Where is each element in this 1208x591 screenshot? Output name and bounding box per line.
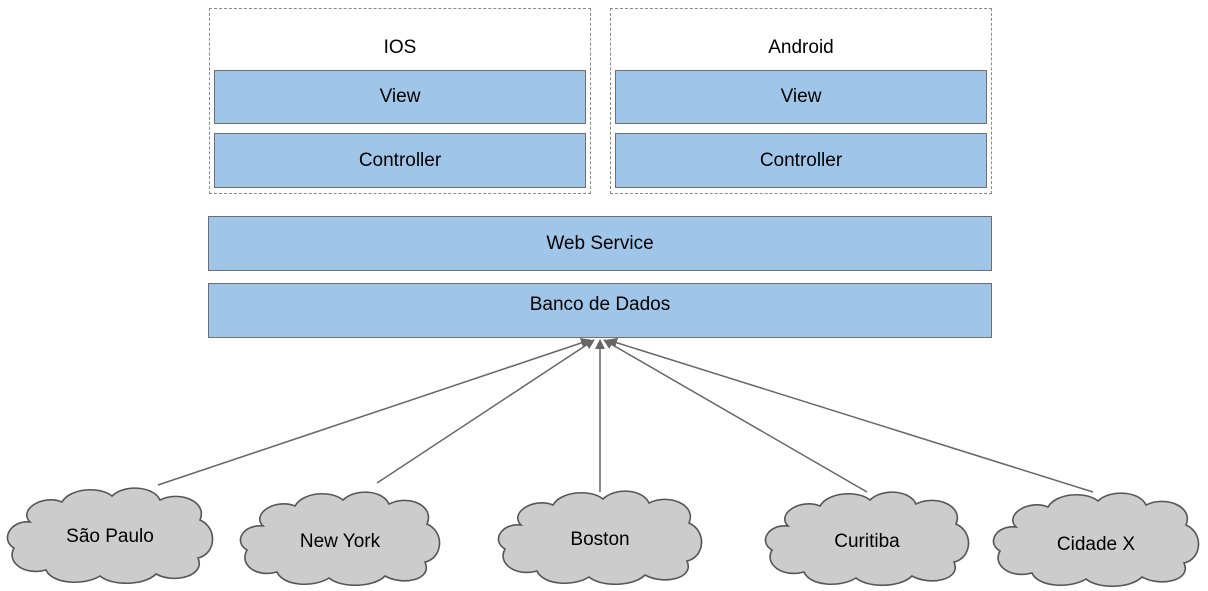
web-service-box: Web Service [208, 216, 992, 271]
connector-new-york [376, 339, 595, 484]
connector-cidade-x [607, 337, 1094, 493]
connector-sao-paulo [157, 338, 591, 486]
cloud-label-sao-paulo: São Paulo [66, 526, 154, 547]
ios-group: IOS [209, 8, 591, 194]
database-box: Banco de Dados [208, 283, 992, 338]
android-group: Android [610, 8, 992, 194]
cloud-label-curitiba: Curitiba [834, 531, 900, 552]
cloud-icon [992, 492, 1200, 587]
cloud-sao-paulo: São Paulo [4, 484, 216, 584]
ios-group-title: IOS [383, 37, 417, 58]
ios-controller-box: Controller [214, 133, 586, 188]
cloud-boston: Boston [495, 487, 705, 585]
android-view-box: View [615, 70, 987, 124]
cloud-label-cidade-x: Cidade X [1056, 534, 1136, 555]
cloud-icon [764, 491, 970, 586]
ios-view-box: View [214, 70, 586, 124]
android-group-title: Android [768, 37, 834, 58]
cloud-icon [239, 491, 441, 586]
android-controller-box: Controller [615, 133, 987, 188]
cloud-icon [497, 490, 703, 585]
cloud-icon [6, 487, 214, 584]
cloud-cidade-x: Cidade X [990, 489, 1202, 587]
cloud-label-new-york: New York [299, 531, 381, 552]
cloud-label-boston: Boston [570, 529, 630, 550]
cloud-curitiba: Curitiba [762, 488, 972, 586]
cloud-new-york: New York [237, 488, 443, 586]
connector-curitiba [603, 339, 868, 493]
